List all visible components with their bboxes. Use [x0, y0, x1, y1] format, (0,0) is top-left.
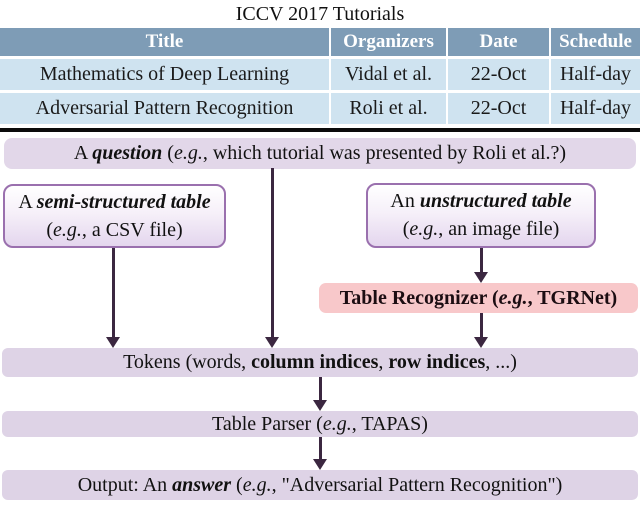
table-cell: Mathematics of Deep Learning [0, 59, 329, 90]
arrow-unstructured-to-recognizer [480, 248, 483, 272]
tutorials-table: Title Organizers Date Schedule Mathemati… [0, 28, 640, 124]
table-cell: Vidal et al. [331, 59, 446, 90]
unstructured-line2: (e.g., an image file) [402, 218, 560, 240]
question-bar: A question (e.g., which tutorial was pre… [4, 138, 636, 169]
unstructured-table-box: An unstructured table (e.g., an image fi… [366, 183, 596, 248]
question-keyword: question [92, 142, 163, 164]
semi-structured-table-box: A semi-structured table (e.g., a CSV fil… [3, 184, 226, 248]
column-header-schedule: Schedule [551, 28, 640, 56]
table-cell: Roli et al. [331, 93, 446, 124]
table-cell: Adversarial Pattern Recognition [0, 93, 329, 124]
table-parser-bar: Table Parser (e.g., TAPAS) [2, 411, 638, 437]
arrowhead-semistructured-to-tokens [106, 337, 120, 348]
arrow-question-to-tokens [271, 168, 274, 337]
arrowhead-tokens-to-parser [313, 400, 327, 411]
unstructured-line1: An unstructured table [390, 190, 572, 212]
semi-structured-line2: (e.g., a CSV file) [46, 219, 183, 241]
semi-structured-line1: A semi-structured table [18, 191, 211, 213]
arrow-recognizer-to-tokens [480, 313, 483, 337]
table-cell: Half-day [551, 93, 640, 124]
table-cell: 22-Oct [448, 93, 549, 124]
table-cell: Half-day [551, 59, 640, 90]
column-header-organizers: Organizers [331, 28, 446, 56]
table-cell: 22-Oct [448, 59, 549, 90]
question-text: A [73, 142, 93, 164]
arrow-semistructured-to-tokens [112, 248, 115, 337]
arrowhead-unstructured-to-recognizer [474, 272, 488, 283]
arrowhead-question-to-tokens [265, 337, 279, 348]
arrow-parser-to-output [319, 437, 322, 459]
table-recognizer-box: Table Recognizer (e.g., TGRNet) [319, 283, 638, 313]
table-caption: ICCV 2017 Tutorials [235, 3, 405, 25]
output-bar: Output: An answer (e.g., "Adversarial Pa… [2, 470, 638, 500]
column-header-title: Title [0, 28, 329, 56]
column-header-date: Date [448, 28, 549, 56]
arrowhead-parser-to-output [313, 459, 327, 470]
arrow-tokens-to-parser [319, 377, 322, 400]
arrowhead-recognizer-to-tokens [474, 337, 488, 348]
tokens-bar: Tokens (words, column indices, row indic… [2, 348, 638, 377]
horizontal-divider [0, 128, 640, 132]
